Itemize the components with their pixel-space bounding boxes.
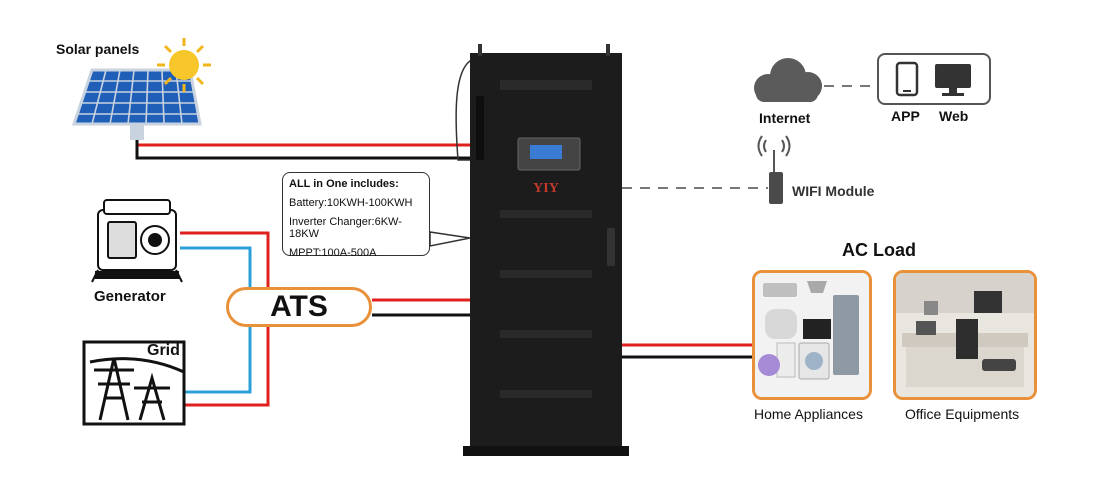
wifi-signal-icon <box>757 135 791 172</box>
wifi-module-icon <box>769 172 783 204</box>
appliances-illustration <box>755 273 869 397</box>
battery-cabinet <box>463 44 629 456</box>
sun-icon <box>157 38 211 92</box>
office-equipments-image <box>893 270 1037 400</box>
callout-title: ALL in One includes: <box>289 178 399 190</box>
callout-row-mppt: MPPT:100A-500A <box>289 247 377 259</box>
cloud-icon <box>754 58 822 102</box>
callout-pointer <box>429 231 471 247</box>
app-web-box <box>877 53 991 105</box>
office-illustration <box>896 273 1034 397</box>
office-equipments-label: Office Equipments <box>905 406 1020 422</box>
grid-label: Grid <box>147 342 180 359</box>
callout-row-inverter: Inverter Changer:6KW-18KW <box>289 216 402 240</box>
grid-blue-wire <box>183 320 252 394</box>
ats-box: ATS <box>226 287 372 327</box>
monitor-icon <box>935 64 971 96</box>
web-label: Web <box>939 108 969 124</box>
solar-panels-label: Solar panels <box>56 41 140 57</box>
grid-tower-icon <box>82 340 186 426</box>
home-appliances-label: Home Appliances <box>754 406 863 422</box>
solar-positive-wire <box>135 128 473 147</box>
generator-red-wire <box>180 231 270 300</box>
callout-row-battery: Battery:10KWH-100KWH <box>289 197 413 209</box>
home-appliances-image <box>752 270 872 400</box>
wifi-module-label: WIFI Module <box>792 183 875 199</box>
phone-icon <box>895 61 919 97</box>
generator-icon <box>91 199 183 283</box>
app-label: APP <box>891 108 920 124</box>
all-in-one-callout: ALL in One includes: Battery:10KWH-100KW… <box>282 172 430 259</box>
antenna-cable <box>455 57 479 161</box>
generator-label: Generator <box>94 288 166 305</box>
grid-red-wire <box>183 320 270 407</box>
cabinet-brand: YIY <box>533 181 559 196</box>
generator-blue-wire <box>180 246 252 300</box>
solar-panel-icon <box>71 68 202 140</box>
ac-load-label: AC Load <box>842 240 916 260</box>
internet-label: Internet <box>759 110 811 126</box>
